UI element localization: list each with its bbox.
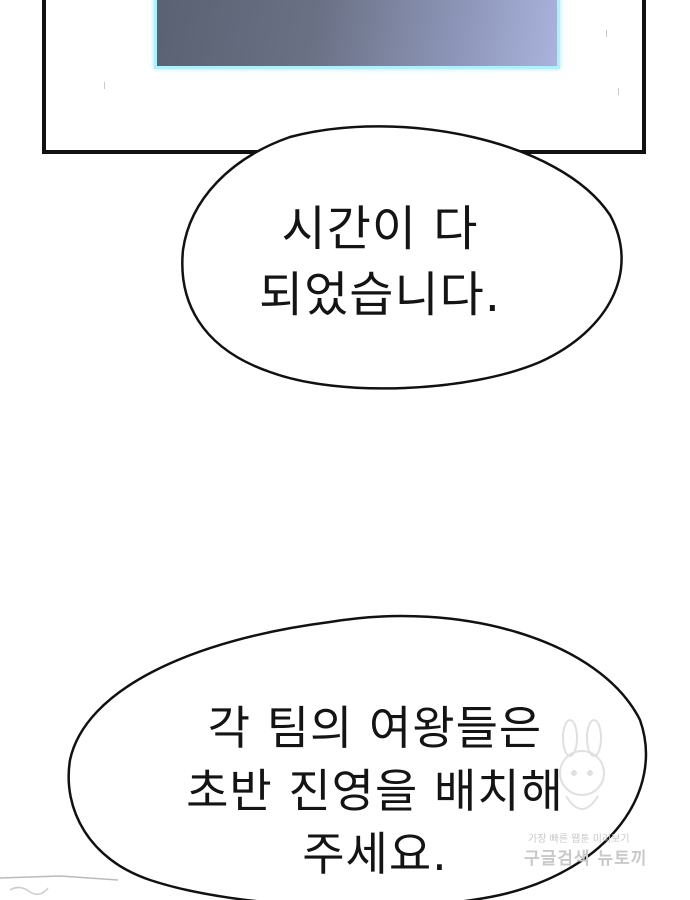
speech-line: 시간이 다 <box>281 201 479 257</box>
watermark-top-text: 가장 빠른 웹툰 미리보기 <box>528 834 630 845</box>
mascot-icon <box>559 719 605 810</box>
speech-line: 되었습니다. <box>258 267 502 323</box>
display-screen <box>154 0 560 69</box>
watermark-bottom-text: 구글검색 뉴토끼 <box>524 849 648 869</box>
speech-line: 각 팀의 여왕들은 <box>207 701 543 755</box>
speech-bubble-1 <box>181 125 623 390</box>
speech-line: 주세요. <box>302 827 448 881</box>
speck <box>104 82 105 89</box>
speech-text-1: 시간이 다 되었습니다. <box>180 196 580 328</box>
speech-line: 초반 진영을 배치해 <box>186 764 564 818</box>
speech-text-2: 각 팀의 여왕들은 초반 진영을 배치해 주세요. <box>105 697 645 886</box>
speech-bubble-2 <box>67 614 648 900</box>
speck <box>618 88 619 95</box>
speck <box>606 30 607 37</box>
sketch-fragment <box>0 875 119 895</box>
